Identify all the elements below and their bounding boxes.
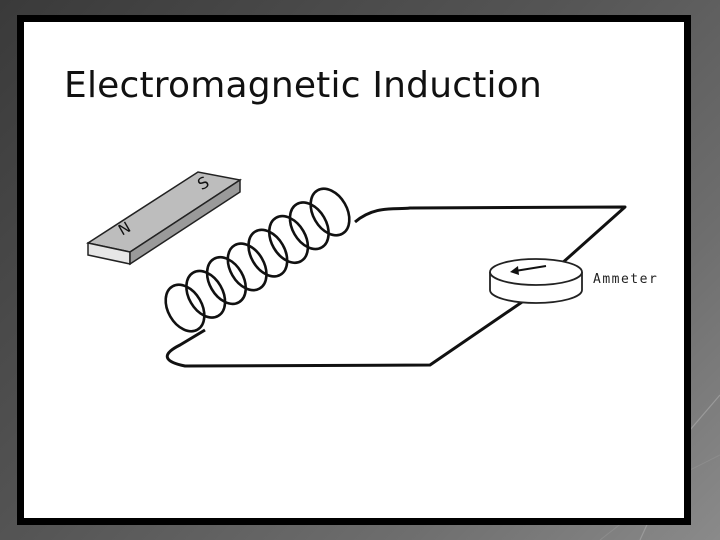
ammeter-needle-arrowhead <box>510 266 519 275</box>
ammeter-label: Ammeter <box>593 272 659 287</box>
ammeter-needle <box>514 265 547 272</box>
ammeter <box>489 258 583 304</box>
coil-loop <box>288 201 330 251</box>
coil-loop <box>205 256 248 306</box>
wire-bottom <box>166 298 526 368</box>
magnet-side-face <box>129 178 241 266</box>
wire-coil <box>164 187 351 333</box>
coil-loop <box>309 187 351 237</box>
coil-loop <box>226 242 268 292</box>
wire-top-right <box>354 205 627 267</box>
ammeter-face <box>489 258 583 286</box>
coil-loop <box>164 283 206 333</box>
coil-loop <box>267 214 310 264</box>
coil-loop <box>185 269 227 319</box>
coil-loop <box>247 228 289 278</box>
slide-title: Electromagnetic Induction <box>64 65 542 106</box>
bar-magnet: N S <box>86 171 242 266</box>
wire-circuit <box>166 205 627 368</box>
